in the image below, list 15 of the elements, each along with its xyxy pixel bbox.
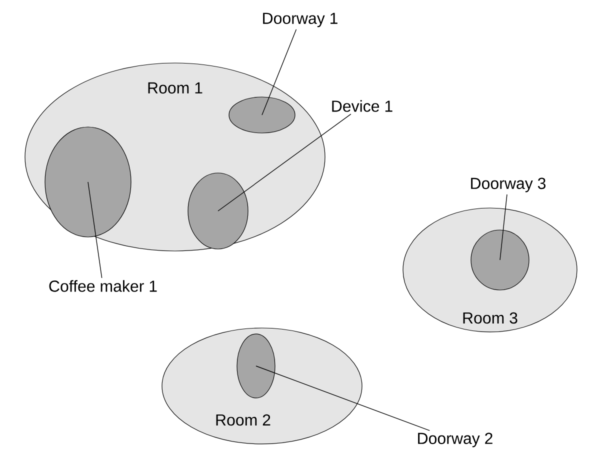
leader-line [88,182,102,278]
ellipse [188,172,248,250]
ellipse [470,230,530,290]
leader-line [218,114,352,212]
callout-label: Doorway 2 [418,432,492,448]
leader-line [256,366,430,431]
callout-label: Device 1 [332,100,392,112]
callout-label: Coffee maker 1 [49,280,157,292]
ellipse [236,334,276,398]
leader-line [500,194,508,260]
ellipse [44,126,132,238]
leader-line [262,29,297,116]
ellipse [228,96,296,134]
callout-label: Doorway 1 [263,12,338,28]
callout-label: Doorway 3 [471,178,546,192]
